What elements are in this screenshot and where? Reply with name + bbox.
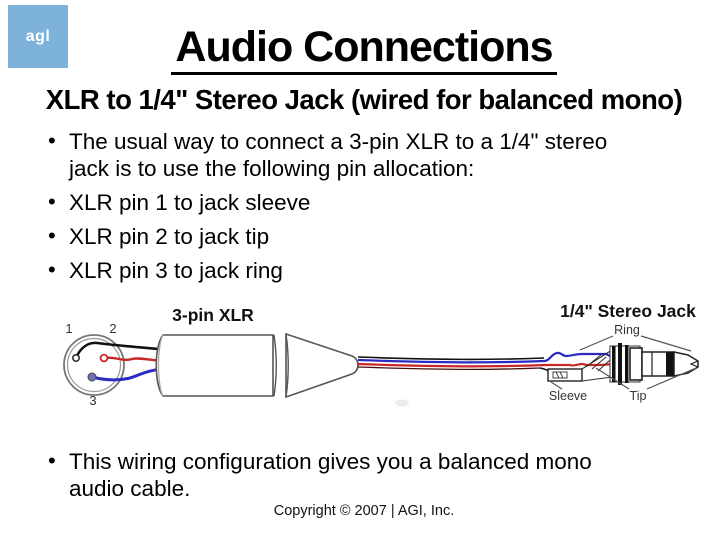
xlr-connector-label: 3-pin XLR	[172, 305, 254, 325]
ring-leader-right	[640, 335, 692, 352]
xlr-body-cylinder	[155, 334, 274, 397]
bullet-list: The usual way to connect a 3-pin XLR to …	[48, 127, 648, 291]
agl-logo-text: agl	[25, 27, 51, 45]
cable-shadow-line	[357, 366, 541, 371]
cable-red-line	[357, 362, 547, 368]
wire-black-pin1	[74, 341, 171, 359]
xlr-pin1-label: 1	[65, 321, 72, 336]
jack-ring-band	[666, 352, 674, 376]
bullet-item-pin2: XLR pin 2 to jack tip	[48, 222, 648, 250]
wiring-diagram: 1 2 3	[63, 301, 699, 408]
jack-sleeve-lug-hatch	[555, 371, 564, 379]
jack-blue-wire	[543, 351, 615, 363]
title-wrap: Audio Connections	[0, 23, 728, 76]
jack-crimp-lines	[581, 349, 613, 382]
jack-red-wire	[546, 362, 615, 367]
agl-logo: agl	[8, 5, 68, 68]
sleeve-label: Sleeve	[549, 389, 587, 403]
xlr-collar-line-1	[273, 334, 277, 397]
tip-leader-right	[646, 367, 697, 390]
xlr-pin3-label: 3	[89, 393, 96, 408]
bullet-item-intro: The usual way to connect a 3-pin XLR to …	[48, 127, 648, 182]
xlr-pin1-contact	[72, 354, 81, 363]
page-subtitle: XLR to 1/4" Stereo Jack (wired for balan…	[45, 84, 683, 115]
jack-connector-label: 1/4" Stereo Jack	[560, 301, 696, 321]
copyright-footer: Copyright © 2007 | AGI, Inc.	[273, 503, 455, 519]
wire-blue-pin3	[91, 366, 171, 382]
smudge-mark	[395, 399, 409, 407]
xlr-pin3-contact	[87, 372, 97, 382]
xlr-face-inner-circle	[66, 337, 122, 393]
xlr-collar-line-2	[285, 333, 289, 398]
jack-barrel-bar-1	[612, 346, 616, 382]
bullet-item-pin3: XLR pin 3 to jack ring	[48, 256, 648, 284]
xlr-cone	[285, 332, 359, 399]
xlr-pin2-label: 2	[109, 321, 116, 336]
ring-leader-left	[579, 335, 614, 351]
bullet-item-pin1: XLR pin 1 to jack sleeve	[48, 188, 648, 216]
tip-leader-left	[595, 367, 630, 390]
page-title: Audio Connections	[171, 23, 557, 76]
ring-label: Ring	[614, 323, 640, 337]
xlr-body-cap-line	[157, 334, 164, 397]
cable-black-line	[357, 356, 545, 361]
jack-barrel-bar-2	[618, 343, 622, 385]
xlr-pin2-contact	[99, 353, 109, 363]
jack-tip-notch	[689, 360, 699, 368]
sleeve-leader	[550, 381, 563, 390]
bullet-item-closing: This wiring configuration gives you a ba…	[48, 447, 648, 502]
closing-bullet-list: This wiring configuration gives you a ba…	[48, 447, 648, 509]
jack-barrel-bar-3	[625, 345, 629, 383]
cable-blue-line	[357, 358, 545, 364]
tip-label: Tip	[630, 389, 647, 403]
jack-nut-ring	[629, 347, 643, 381]
wire-red-pin2	[103, 356, 171, 363]
